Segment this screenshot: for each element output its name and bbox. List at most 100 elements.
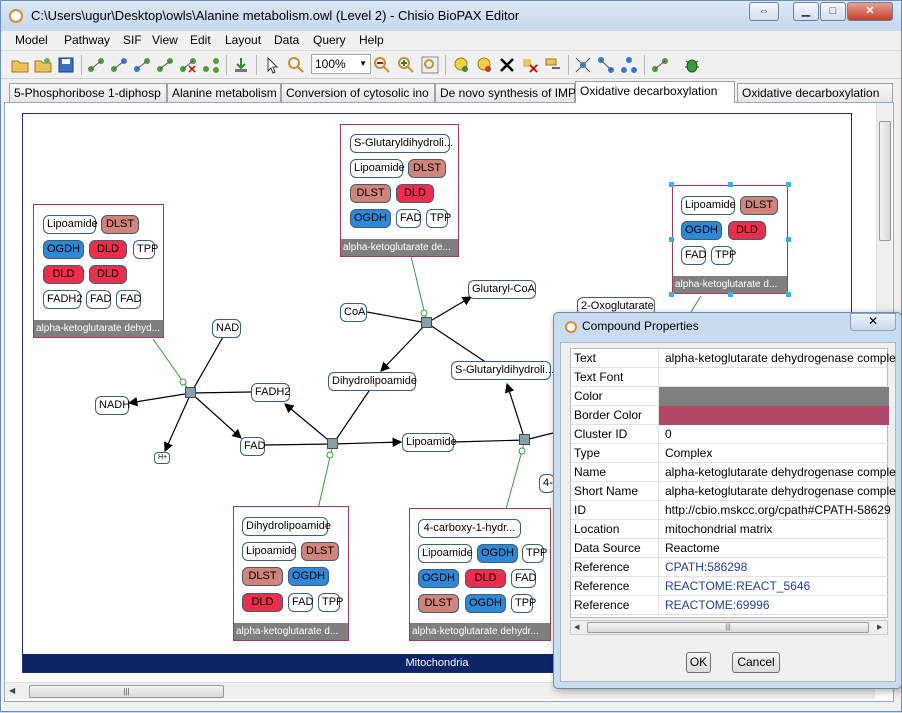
member-node[interactable]: DLD	[728, 221, 766, 240]
property-value[interactable]: http://cbio.mskcc.org/cpath#CPATH-58629	[665, 503, 891, 517]
zoom-fit-icon[interactable]	[421, 56, 439, 74]
member-node[interactable]: Dihydrolipoamide	[242, 517, 331, 536]
member-node[interactable]: DLST	[418, 594, 459, 613]
molecule-node[interactable]: FADH2	[251, 383, 290, 402]
molecule-node[interactable]: CoA	[340, 303, 367, 322]
edge-nad[interactable]	[190, 336, 224, 394]
member-node[interactable]: OGDH	[350, 209, 391, 228]
property-value[interactable]: alpha-ketoglutarate dehydrogenase comple	[665, 351, 896, 365]
path-query-icon[interactable]	[597, 56, 615, 74]
scroll-left-icon[interactable]: ◀	[574, 624, 580, 631]
vertical-scroll-thumb[interactable]	[879, 121, 891, 241]
edge-nadh[interactable]	[127, 392, 192, 407]
close-button[interactable]: ✕	[847, 2, 893, 21]
edge-fadh2-out[interactable]	[284, 403, 334, 445]
dialog-close-button[interactable]: ✕	[850, 313, 896, 331]
member-node[interactable]: DLD	[89, 240, 127, 259]
member-node[interactable]: Lipoamide	[43, 215, 98, 234]
complex-node[interactable]: 4-carboxy-1-hydr... Lipoamide OGDH TPP O…	[409, 508, 551, 641]
ok-button[interactable]: OK	[686, 652, 711, 673]
member-node[interactable]: OGDH	[477, 544, 518, 563]
edge-glutaryl-coa[interactable]	[426, 296, 473, 324]
resize-handle[interactable]	[669, 182, 674, 187]
resize-handle[interactable]	[786, 237, 791, 242]
member-node[interactable]: FADH2	[43, 290, 82, 309]
properties-scroll-thumb[interactable]: |||	[587, 622, 869, 633]
open-folder-icon[interactable]	[11, 56, 29, 74]
edge-h[interactable]	[164, 392, 192, 453]
chevron-down-icon[interactable]: ▼	[359, 59, 367, 68]
reference-link[interactable]: CPATH:586298	[665, 560, 748, 574]
tab-alanine-metabolism[interactable]: Alanine metabolism	[167, 83, 281, 103]
resize-handle[interactable]	[786, 182, 791, 187]
zoom-in-icon[interactable]	[397, 56, 415, 74]
molecule-node[interactable]: Dihydrolipoamide	[328, 372, 417, 391]
edge-dihydro-in[interactable]	[332, 390, 370, 445]
delete-layout-icon[interactable]	[179, 56, 197, 74]
molecule-node[interactable]: Glutaryl-CoA	[468, 280, 536, 299]
zoom-combo[interactable]: 100% ▼	[311, 54, 371, 74]
delete-icon[interactable]	[498, 56, 516, 74]
scroll-left-icon[interactable]: ◀	[9, 686, 16, 695]
edge-catalysis-5[interactable]	[690, 295, 702, 313]
zoom-out-icon[interactable]	[373, 56, 391, 74]
menu-query[interactable]: Query	[313, 33, 346, 47]
property-value[interactable]: Complex	[665, 446, 713, 460]
edge-coa[interactable]	[366, 311, 428, 324]
property-value[interactable]: Reactome	[665, 541, 720, 555]
property-value[interactable]: 0	[665, 427, 672, 441]
border-color-swatch[interactable]	[659, 406, 889, 425]
common-stream-icon[interactable]	[620, 56, 638, 74]
tab-de-novo-imp[interactable]: De novo synthesis of IMP	[435, 83, 576, 103]
member-node[interactable]: FAD	[396, 209, 421, 228]
complex-node[interactable]: S-Glutaryldihydroli... Lipoamide DLST DL…	[340, 124, 459, 257]
member-node[interactable]: TPP	[522, 544, 547, 563]
molecule-node[interactable]: H+	[154, 452, 170, 464]
process-node[interactable]	[519, 434, 530, 445]
process-node[interactable]	[421, 317, 432, 328]
member-node[interactable]: TPP	[318, 593, 343, 612]
member-node[interactable]: OGDH	[43, 240, 84, 259]
export-icon[interactable]	[232, 56, 250, 74]
debug-bug-icon[interactable]	[683, 56, 701, 74]
molecule-node[interactable]: NADH	[95, 396, 130, 415]
reference-link[interactable]: REACTOME:69996	[665, 598, 770, 612]
save-icon[interactable]	[57, 56, 75, 74]
edge-fadh2-in[interactable]	[190, 391, 252, 394]
layout-sif-icon[interactable]	[202, 56, 220, 74]
highlight-icon[interactable]	[452, 56, 470, 74]
menu-view[interactable]: View	[152, 33, 178, 47]
member-node[interactable]: OGDH	[465, 594, 506, 613]
tab-oxidative-decarboxylation-active[interactable]: Oxidative decarboxylation	[575, 81, 735, 103]
properties-horizontal-scrollbar[interactable]: ◀ ||| ▶	[570, 620, 888, 635]
menu-model[interactable]: Model	[15, 33, 48, 47]
edge-sglut-out[interactable]	[505, 382, 526, 441]
member-node[interactable]: DLD	[89, 265, 127, 284]
menu-data[interactable]: Data	[274, 33, 300, 47]
member-node[interactable]: FAD	[511, 569, 536, 588]
delete-selection-icon[interactable]	[521, 56, 539, 74]
minimize-button[interactable]: ▁	[793, 2, 819, 21]
horizontal-scroll-thumb[interactable]: |||	[29, 685, 224, 698]
edge-fad-in[interactable]	[263, 443, 334, 446]
member-node[interactable]: FAD	[288, 593, 313, 612]
member-node[interactable]: DLD	[396, 184, 434, 203]
member-node[interactable]: OGDH	[418, 569, 459, 588]
member-node[interactable]: TPP	[426, 209, 451, 228]
property-value[interactable]: alpha-ketoglutarate dehydrogenase comple	[665, 484, 896, 498]
hide-icon[interactable]	[544, 56, 562, 74]
process-node[interactable]	[185, 387, 196, 398]
scroll-right-icon[interactable]: ▶	[877, 624, 883, 631]
cancel-button[interactable]: Cancel	[732, 652, 780, 673]
member-node[interactable]: DLD	[43, 265, 84, 284]
member-node[interactable]: TPP	[511, 594, 536, 613]
member-node[interactable]: Lipoamide	[242, 542, 297, 561]
member-node[interactable]: TPP	[711, 246, 736, 265]
